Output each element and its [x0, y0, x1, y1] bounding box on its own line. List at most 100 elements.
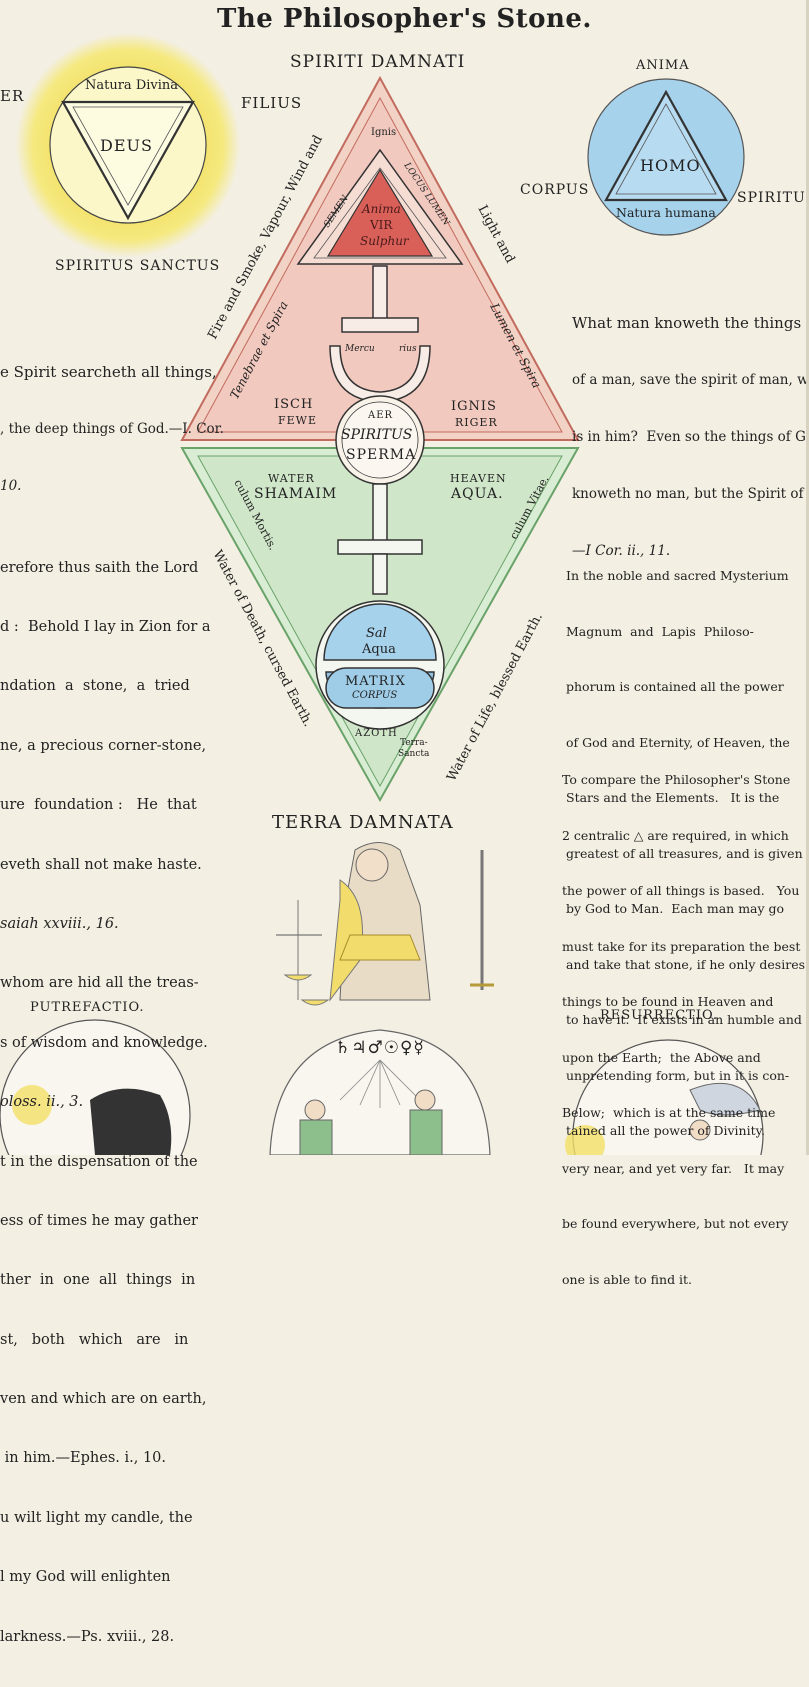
figure-right-body: [409, 1109, 443, 1155]
quote-line: d : Behold I lay in Zion for a: [0, 618, 211, 635]
cross-upper: [341, 317, 419, 333]
quote-line: unpretending form, but in it is con-: [566, 1067, 790, 1083]
sancta-label: Sancta: [398, 749, 430, 759]
quote-line: erefore thus saith the Lord: [0, 559, 199, 576]
quote-right-low: To compare the Philosopher's Stone 2 cen…: [562, 734, 800, 1326]
staff-lower-2: [372, 553, 388, 595]
matrix-label: MATRIX: [345, 674, 406, 689]
cross-lower: [337, 539, 423, 555]
quote-line: Below; which is at the same time: [562, 1105, 776, 1120]
quote-line: phorum is contained all the power: [566, 679, 784, 694]
figure-robe: [339, 842, 431, 1001]
heaven-label: HEAVEN: [450, 472, 507, 485]
quote-line: saiah xxviii., 16.: [0, 915, 119, 932]
figure-right-head: [414, 1089, 436, 1111]
azoth-label: AZOTH: [355, 728, 398, 739]
vir-label: VIR: [370, 218, 393, 232]
quote-left-top: e Spirit searcheth all things, , the dee…: [0, 325, 224, 534]
justice-figure: [269, 842, 494, 1155]
matrix-capsule: [325, 667, 435, 709]
sulphur-label: Sulphur: [360, 234, 409, 248]
quote-right-mid: In the noble and sacred Mysterium Magnum…: [566, 530, 805, 1178]
figure-head: [355, 848, 389, 882]
page-edge: [806, 0, 809, 1155]
quote-line: larkness.—Ps. xviii., 28.: [0, 1628, 175, 1645]
quote-line: must take for its preparation the best: [562, 938, 801, 954]
spiritus-circle-inner: [341, 401, 419, 479]
raven-icon: [90, 1088, 172, 1155]
spiritus-label: SPIRITUS: [737, 190, 809, 206]
ignis-label: IGNIS: [451, 399, 497, 414]
natura-divina-label: Natura Divina: [85, 78, 179, 93]
water-label: WATER: [268, 472, 315, 485]
quote-line: to have it. It exists in an humble and: [566, 1012, 802, 1027]
upright-triangle-icon: [604, 89, 728, 202]
quote-line: the power of all things is based. You: [562, 883, 800, 898]
quote-line: ndation a stone, a tried: [0, 678, 190, 695]
terra-damnata-label: TERRA DAMNATA: [272, 812, 454, 833]
quote-line: Magnum and Lapis Philoso-: [566, 623, 754, 639]
ignis-top-label: Ignis: [371, 127, 397, 138]
diagram-canvas: Fire and Smoke, Vapour, Wind and Light a…: [0, 33, 764, 1155]
anima-red-label: Anima: [362, 202, 401, 216]
isch-label: ISCH: [274, 397, 314, 412]
terra-label: Terra-: [400, 738, 428, 748]
rius-label: rius: [399, 344, 417, 354]
quote-line: , the deep things of God.—I. Cor.: [0, 421, 224, 437]
page-title: The Philosopher's Stone.: [217, 4, 592, 34]
god-left-label: ER: [0, 87, 25, 105]
quote-line: be found everywhere, but not every: [562, 1216, 789, 1231]
quote-line: one is able to find it.: [562, 1271, 693, 1287]
quote-line: —I Cor. ii., 11.: [572, 543, 671, 559]
putrefactio-label: PUTREFACTIO.: [30, 1000, 145, 1015]
resurrectio-label: RESURRECTIO.: [600, 1008, 718, 1023]
corpus-matrix-label: CORPUS: [352, 690, 398, 701]
quote-line: tained all the power of Divinity.: [566, 1123, 765, 1138]
quote-line: To compare the Philosopher's Stone: [562, 772, 791, 787]
flask-rays: [339, 1059, 421, 1108]
god-right-label: FILIUS: [241, 94, 303, 112]
quote-line: in him.—Ephes. i., 10.: [0, 1450, 166, 1467]
deus-label: DEUS: [100, 136, 153, 155]
quote-line: ther in one all things in: [0, 1272, 196, 1289]
figure-left-head: [304, 1099, 326, 1121]
spiriti-damnati-label: SPIRITI DAMNATI: [290, 52, 466, 72]
fewe-label: FEWE: [278, 414, 317, 427]
shamaim-label: SHAMAIM: [254, 486, 338, 502]
scales-pan-icon: [283, 974, 313, 981]
quote-line: of a man, save the spirit of man, which: [572, 372, 809, 388]
quote-line: eveth shall not make haste.: [0, 856, 202, 873]
aqua-label: Aqua: [362, 642, 396, 657]
homo-label: HOMO: [640, 156, 701, 175]
quote-line: ne, a precious corner-stone,: [0, 737, 207, 754]
natura-humana-label: Natura humana: [616, 205, 716, 220]
quote-line: st, both which are in: [0, 1331, 189, 1348]
quote-line: What man knoweth the things: [572, 314, 802, 332]
quote-line: l my God will enlighten: [0, 1569, 171, 1586]
planet-symbols-icon: ♄♃♂☉♀☿: [335, 1038, 425, 1058]
quote-line: very near, and yet very far. It may: [562, 1160, 785, 1176]
quote-line: e Spirit searcheth all things,: [0, 363, 217, 381]
side-light-label: Light and: [474, 203, 517, 266]
quote-line: ure foundation : He that: [0, 797, 197, 814]
god-circle: [16, 33, 240, 257]
scales-pan-2: [300, 999, 330, 1006]
cloud-icon: [689, 1082, 761, 1116]
corpus-label: CORPUS: [520, 182, 590, 198]
quote-line: t in the dispensation of the: [0, 1153, 198, 1170]
quote-line: things to be found in Heaven and: [562, 994, 774, 1009]
risen-figure-head: [689, 1119, 711, 1141]
page: The Philosopher's Stone.: [0, 0, 809, 1645]
quote-line: greatest of all treasures, and is given: [566, 845, 803, 861]
aqua-upper-label: AQUA.: [451, 486, 504, 502]
staff-lower: [372, 483, 388, 545]
quote-line: whom are hid all the treas-: [0, 975, 199, 992]
resurrectio-circle: [565, 1039, 764, 1155]
staff-upper: [372, 265, 388, 327]
mercury-symbol: [315, 265, 445, 730]
sperma-label: SPERMA: [346, 447, 417, 463]
anima-red-triangle: [326, 168, 434, 257]
quote-line: u wilt light my candle, the: [0, 1509, 193, 1526]
quote-right-top: What man knoweth the things of a man, sa…: [572, 276, 809, 599]
quote-line: and take that stone, if he only desires: [566, 956, 806, 972]
